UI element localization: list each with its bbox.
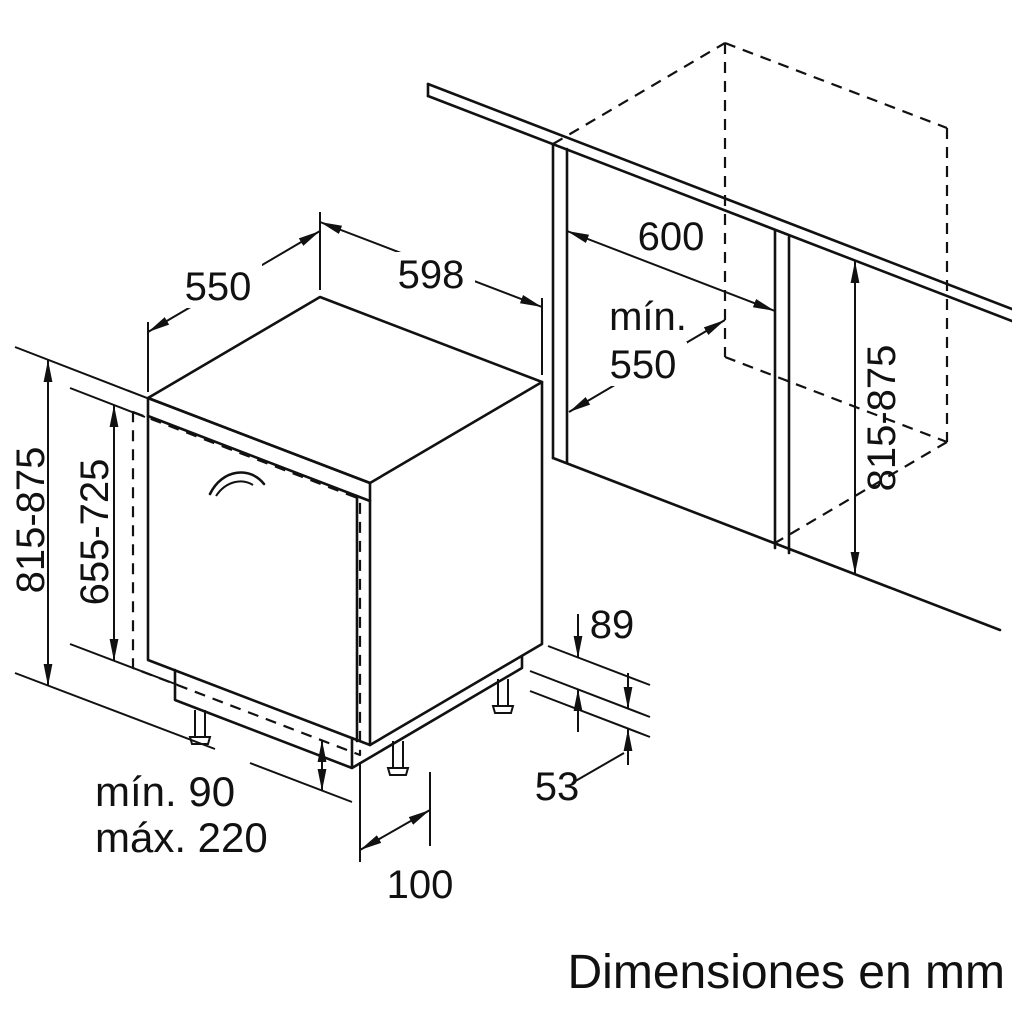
dimension-lines [43, 221, 860, 851]
ext-floor-under-feet [249, 762, 353, 803]
label-base-height: 89 [590, 603, 635, 647]
label-niche-depth-min-prefix: mín. [609, 295, 687, 339]
door-handle-icon [208, 471, 266, 496]
ext-floor-left [14, 672, 216, 750]
niche-dashed-bottom-back-edge [724, 355, 948, 444]
dishwasher-front-face [146, 396, 372, 747]
ext-counter-underside-left [14, 346, 161, 404]
ext-base-mid-right [529, 670, 651, 718]
counter-bottom-edge [426, 94, 1012, 323]
door-handle-detail [215, 480, 254, 497]
dishwasher-body [146, 295, 544, 770]
counter-lines [426, 82, 1012, 323]
ext-base-bottom-right [529, 690, 651, 738]
ext-door-bottom-left [69, 643, 179, 686]
ext-base-top-right [547, 645, 651, 686]
label-base-inset: 53 [535, 765, 580, 809]
footer: Dimensiones en mm [568, 946, 1005, 999]
label-feet-min: mín. 90 [95, 768, 235, 815]
label-niche-depth-min-value: 550 [610, 343, 677, 387]
foot-rear-right [491, 679, 515, 714]
label-niche-height-right: 815-875 [860, 345, 904, 492]
label-top-depth: 550 [185, 265, 252, 309]
ext-door-top-left [69, 387, 146, 418]
label-door-height-left: 655-725 [73, 459, 117, 606]
dishwasher-top-face [146, 295, 544, 485]
dimension-labels: 550 598 600 mín. 550 815-875 655-725 815… [9, 215, 904, 907]
label-total-height-left: 815-875 [9, 447, 53, 594]
adjustable-feet [188, 679, 515, 776]
foot-front-left [188, 710, 212, 745]
label-niche-width: 600 [638, 215, 705, 259]
niche-dashed-top-right-edge [724, 41, 948, 130]
counter-top-edge [426, 82, 1012, 311]
bg-550 [174, 264, 262, 308]
dishwasher-door-dashed [131, 410, 362, 757]
label-feet-max: máx. 220 [95, 814, 268, 861]
niche-dashed-bottom-right-edge [774, 441, 948, 544]
dim-100-plinth [359, 809, 431, 851]
label-plinth-depth: 100 [387, 863, 454, 907]
foot-front-right [386, 741, 410, 776]
dim-600-niche [566, 230, 776, 312]
dishwasher-side-face [368, 380, 544, 747]
label-top-width: 598 [398, 253, 465, 297]
bg-598 [387, 252, 475, 296]
niche-dashed-box [552, 41, 949, 544]
door-top-edge [146, 414, 372, 503]
base-plinth-outline [173, 654, 524, 770]
niche-floor-line [551, 456, 1002, 632]
niche-dashed-top-left-edge [552, 42, 726, 145]
furniture-door-dashed-outline [131, 410, 362, 757]
leader-53 [571, 752, 625, 784]
label-backgrounds [174, 252, 687, 386]
footer-units-note: Dimensiones en mm [568, 946, 1005, 999]
bg-min550 [599, 342, 687, 386]
